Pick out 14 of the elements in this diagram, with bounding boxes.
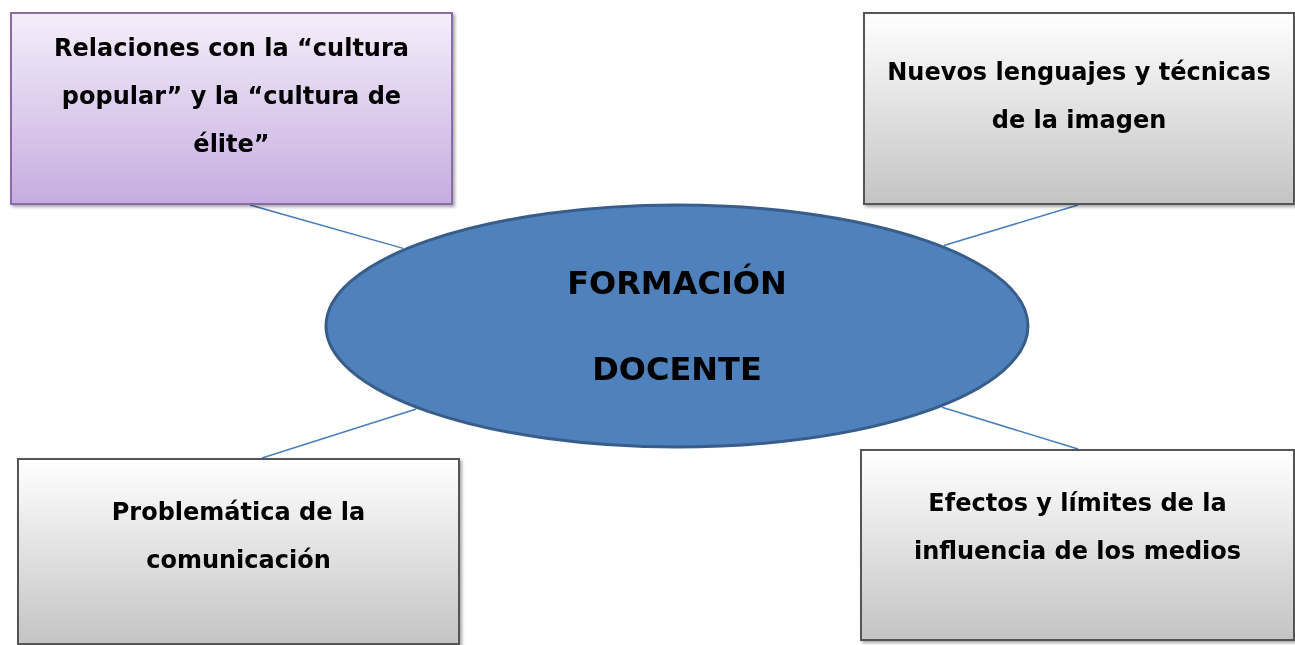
topic-box xyxy=(10,12,453,205)
connector-line xyxy=(941,406,1079,450)
connector-line xyxy=(249,204,404,250)
topic-box xyxy=(17,458,460,645)
topic-box xyxy=(863,12,1295,205)
connector-line xyxy=(943,204,1079,247)
central-ellipse xyxy=(324,203,1030,449)
topic-text: Efectos y límites de la influencia de los medios xyxy=(912,488,1243,567)
topic-text: Problemática de la comunicación xyxy=(110,497,367,576)
topic-text: Nuevos lenguajes y técnicas de la imagen xyxy=(886,57,1272,136)
topic-box xyxy=(860,449,1295,641)
topic-text: Relaciones con la “cultura popular” y la “cultura de élite” xyxy=(53,33,410,160)
connector-line xyxy=(261,408,418,459)
central-title: FORMACIÓN DOCENTE xyxy=(566,262,788,390)
